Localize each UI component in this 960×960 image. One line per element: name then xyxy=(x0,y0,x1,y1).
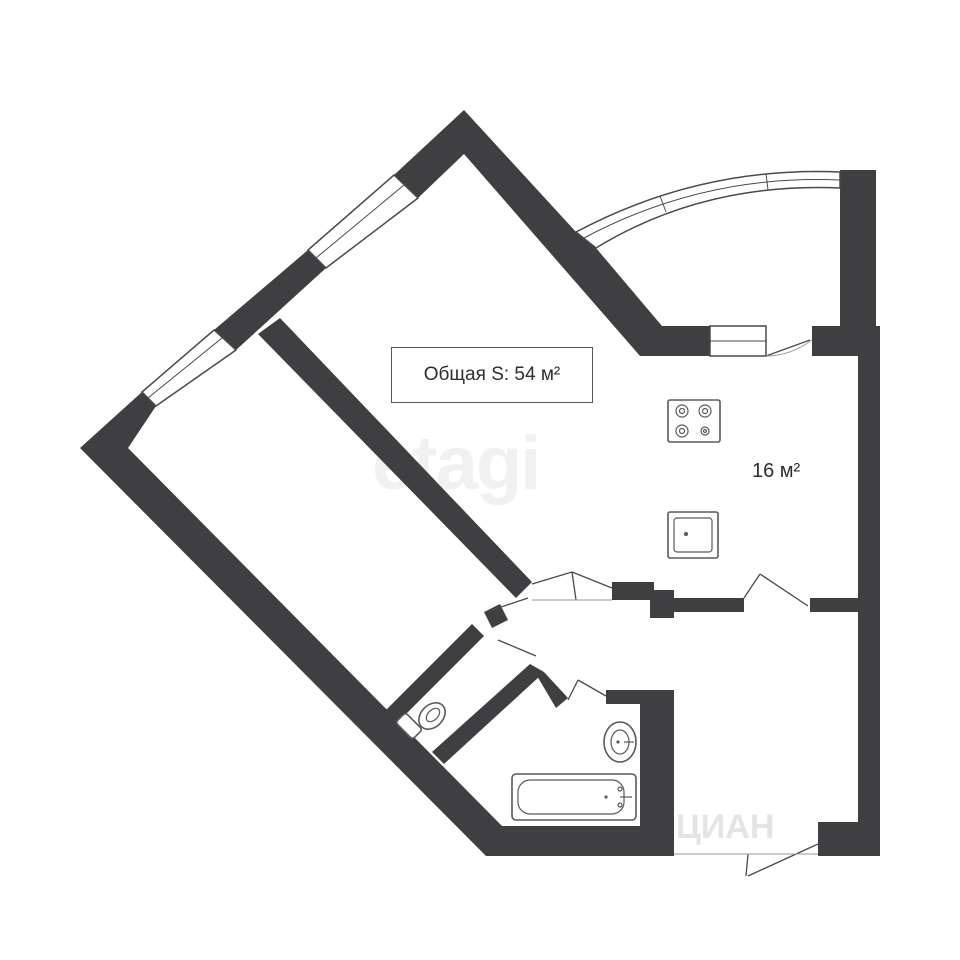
windows xyxy=(140,170,841,407)
wall-bath-diag xyxy=(530,664,568,708)
bathtub-icon xyxy=(511,773,637,821)
wall-wc-corner xyxy=(484,604,508,628)
wall-top-diagonal xyxy=(464,110,662,356)
window-icon xyxy=(574,170,841,249)
door-icon xyxy=(674,843,819,877)
window-icon xyxy=(306,173,420,269)
wall-hall-2 xyxy=(650,590,674,618)
window-icon xyxy=(140,328,238,407)
wall-balcony-left xyxy=(640,326,710,356)
door-icon xyxy=(485,597,529,613)
wall-wc-bath xyxy=(432,664,540,764)
wall-wc-top xyxy=(386,624,484,722)
door-icon xyxy=(765,339,813,357)
doors xyxy=(485,339,819,877)
wall-left-diagonal xyxy=(80,448,502,856)
wall-upper-left-3 xyxy=(394,110,464,198)
wall-hall-1 xyxy=(612,582,654,600)
wall-right-corner xyxy=(818,822,880,856)
stove-icon xyxy=(667,399,721,443)
door-icon xyxy=(497,639,537,657)
wall-hall-3 xyxy=(674,598,744,612)
wall-bath-top xyxy=(606,690,650,704)
wall-right xyxy=(858,326,880,856)
interior-walls xyxy=(258,318,862,856)
exterior-walls xyxy=(80,110,880,856)
toilet-icon xyxy=(396,702,446,739)
door-icon xyxy=(743,573,809,607)
wall-upper-left-1 xyxy=(80,392,156,448)
door-icon xyxy=(531,571,613,601)
door-icon xyxy=(567,679,607,701)
wall-partition-diagonal xyxy=(258,318,532,598)
wall-upper-left-2 xyxy=(214,250,326,350)
total-area-label: Общая S: 54 м² xyxy=(391,347,593,403)
washbasin-icon xyxy=(603,721,637,763)
window-icon xyxy=(709,325,767,357)
sink-icon xyxy=(667,511,719,559)
wall-bath-right xyxy=(640,690,674,856)
wall-hall-4 xyxy=(810,598,862,612)
kitchen-area-label: 16 м² xyxy=(752,460,801,482)
watermark-corner: ЦИАН xyxy=(676,808,775,846)
wall-balcony-east xyxy=(840,170,876,356)
